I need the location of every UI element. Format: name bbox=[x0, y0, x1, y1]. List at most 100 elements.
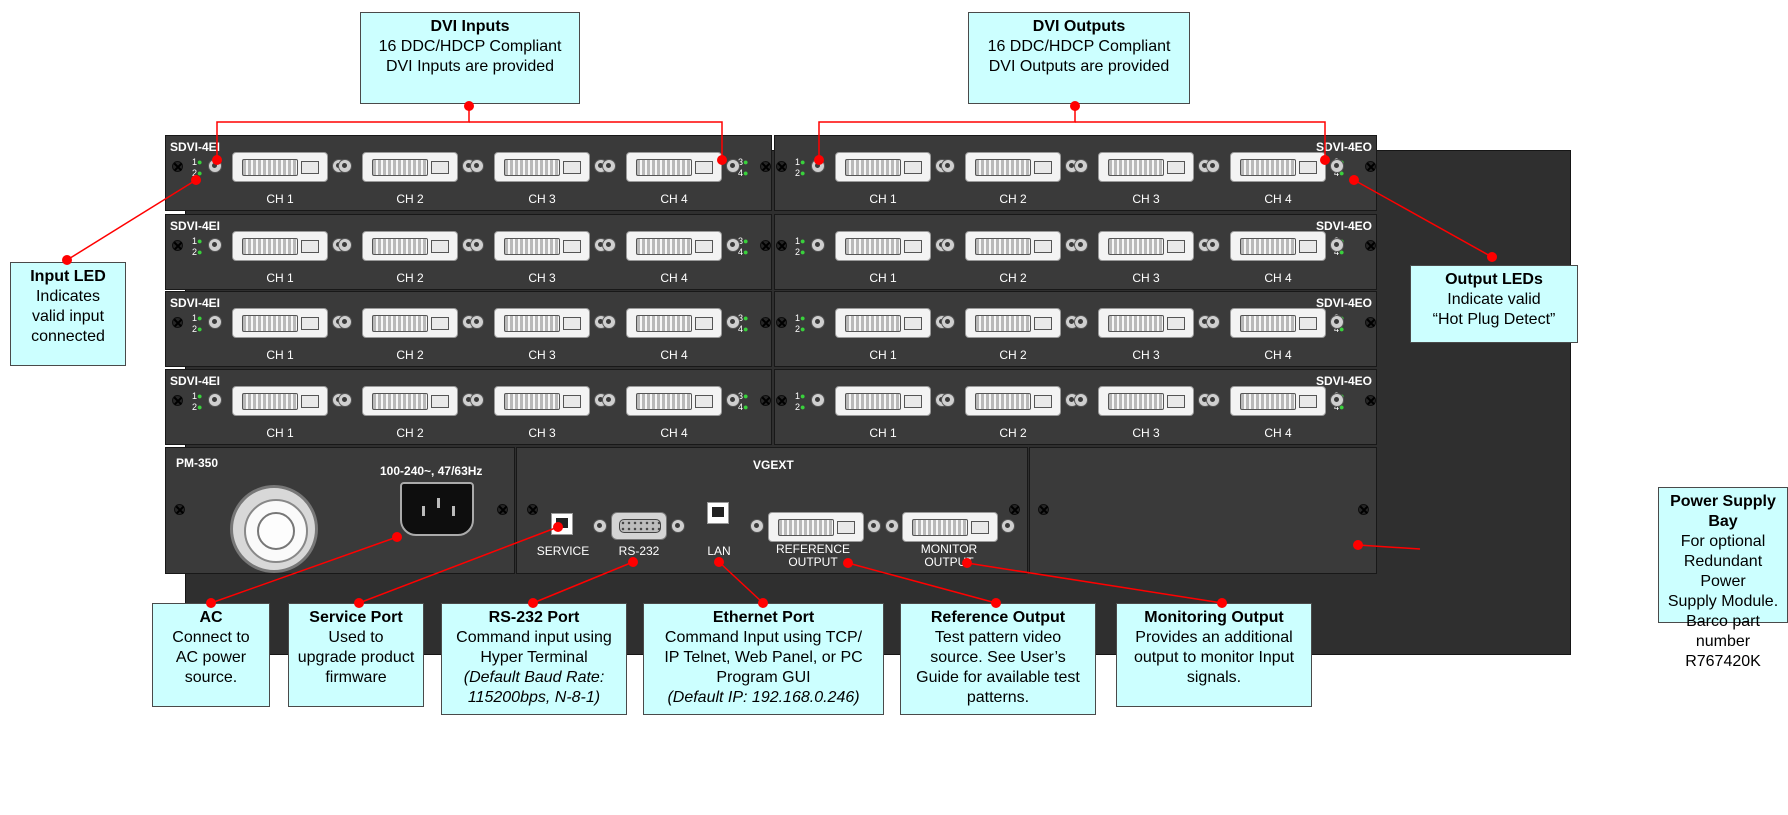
led-number: 3 bbox=[738, 157, 744, 167]
thumbscrew-jack-icon bbox=[726, 159, 740, 173]
lan-port[interactable] bbox=[707, 502, 729, 524]
callout-text: 16 DDC/HDCP Compliant bbox=[378, 38, 562, 55]
led-row: 2● bbox=[192, 402, 202, 413]
led-row: 2● bbox=[795, 168, 805, 179]
monitor-output-connector[interactable] bbox=[902, 512, 998, 542]
callout-text: DVI Outputs are provided bbox=[988, 58, 1170, 75]
led-indicator-group: 1●2● bbox=[192, 157, 202, 179]
callout-text: Command input using bbox=[456, 629, 612, 646]
card-model-label: SDVI-4EI bbox=[170, 219, 221, 233]
callout-text: signals. bbox=[1186, 669, 1242, 686]
led-row: 3● bbox=[738, 157, 748, 168]
dvi-connector[interactable] bbox=[1098, 386, 1194, 416]
led-dot-icon: ● bbox=[800, 402, 806, 412]
dvi-connector[interactable] bbox=[1230, 231, 1326, 261]
dvi-connector[interactable] bbox=[232, 386, 328, 416]
channel-label: CH 2 bbox=[396, 192, 424, 206]
dvi-connector[interactable] bbox=[965, 308, 1061, 338]
dvi-connector[interactable] bbox=[626, 386, 722, 416]
dvi-connector[interactable] bbox=[232, 308, 328, 338]
led-indicator-group: 1●2● bbox=[192, 313, 202, 335]
channel-label: CH 4 bbox=[1264, 271, 1292, 285]
dvi-connector[interactable] bbox=[1098, 231, 1194, 261]
dvi-connector[interactable] bbox=[1098, 308, 1194, 338]
led-number: 2 bbox=[192, 168, 198, 178]
led-number: 2 bbox=[192, 402, 198, 412]
dvi-connector[interactable] bbox=[1230, 386, 1326, 416]
led-dot-icon: ● bbox=[197, 157, 203, 167]
thumbscrew-jack-icon bbox=[1206, 393, 1220, 407]
dvi-connector[interactable] bbox=[965, 386, 1061, 416]
dvi-connector[interactable] bbox=[835, 308, 931, 338]
dvi-connector[interactable] bbox=[1230, 152, 1326, 182]
thumbscrew-jack-icon bbox=[1330, 238, 1344, 252]
callout-text: R767420K bbox=[1685, 653, 1761, 670]
dvi-connector[interactable] bbox=[1230, 308, 1326, 338]
thumbscrew-jack-icon bbox=[941, 393, 955, 407]
dvi-connector[interactable] bbox=[965, 231, 1061, 261]
callout-title: DVI Outputs bbox=[1032, 18, 1126, 35]
dvi-connector[interactable] bbox=[494, 231, 590, 261]
screw-icon bbox=[1365, 161, 1376, 172]
power-supply-bay bbox=[1029, 447, 1377, 574]
dvi-connector[interactable] bbox=[965, 152, 1061, 182]
service-port[interactable] bbox=[551, 513, 573, 535]
led-dot-icon: ● bbox=[800, 168, 806, 178]
dvi-connector[interactable] bbox=[362, 231, 458, 261]
dvi-connector[interactable] bbox=[626, 308, 722, 338]
callout-text: Connect to bbox=[172, 629, 250, 646]
thumbscrew-jack-icon bbox=[208, 393, 222, 407]
led-row: 2● bbox=[192, 324, 202, 335]
led-indicator-group: 1●2● bbox=[192, 236, 202, 258]
card-model-label: SDVI-4EI bbox=[170, 296, 221, 310]
dvi-connector[interactable] bbox=[362, 386, 458, 416]
dvi-connector[interactable] bbox=[835, 386, 931, 416]
dvi-connector[interactable] bbox=[835, 152, 931, 182]
dvi-connector[interactable] bbox=[494, 308, 590, 338]
channel-label: CH 1 bbox=[869, 192, 897, 206]
thumbscrew-jack-icon bbox=[1206, 159, 1220, 173]
callout-text: output to monitor Input bbox=[1133, 649, 1295, 666]
dvi-connector[interactable] bbox=[232, 231, 328, 261]
dvi-connector[interactable] bbox=[626, 152, 722, 182]
led-indicator-group: 3●4● bbox=[738, 236, 748, 258]
led-row: 2● bbox=[795, 324, 805, 335]
dvi-connector[interactable] bbox=[362, 308, 458, 338]
dvi-connector[interactable] bbox=[1098, 152, 1194, 182]
led-dot-icon: ● bbox=[197, 236, 203, 246]
screw-icon bbox=[1358, 504, 1369, 515]
callout-italic-text: (Default Baud Rate: bbox=[463, 669, 605, 686]
thumbscrew-jack-icon bbox=[726, 315, 740, 329]
screw-icon bbox=[174, 504, 185, 515]
dvi-connector[interactable] bbox=[362, 152, 458, 182]
led-dot-icon: ● bbox=[800, 391, 806, 401]
dvi-connector[interactable] bbox=[494, 152, 590, 182]
led-dot-icon: ● bbox=[197, 391, 203, 401]
channel-label: CH 2 bbox=[396, 426, 424, 440]
ac-inlet[interactable] bbox=[400, 482, 474, 536]
power-module-title: PM-350 bbox=[176, 456, 219, 470]
led-dot-icon: ● bbox=[800, 157, 806, 167]
led-dot-icon: ● bbox=[800, 236, 806, 246]
led-dot-icon: ● bbox=[1339, 247, 1345, 257]
dvi-connector[interactable] bbox=[494, 386, 590, 416]
led-row: 4● bbox=[738, 402, 748, 413]
thumbscrew-jack-icon bbox=[1001, 519, 1015, 533]
reference-output-connector[interactable] bbox=[768, 512, 864, 542]
thumbscrew-jack-icon bbox=[470, 238, 484, 252]
thumbscrew-jack-icon bbox=[470, 393, 484, 407]
power-switch-knob[interactable] bbox=[230, 485, 318, 573]
channel-label: CH 4 bbox=[1264, 426, 1292, 440]
screw-icon bbox=[172, 240, 183, 251]
dvi-connector[interactable] bbox=[626, 231, 722, 261]
channel-label: CH 2 bbox=[999, 271, 1027, 285]
led-number: 3 bbox=[738, 236, 744, 246]
led-number: 2 bbox=[795, 168, 801, 178]
rs232-port[interactable] bbox=[611, 512, 667, 540]
dvi-connector[interactable] bbox=[232, 152, 328, 182]
dvi-connector[interactable] bbox=[835, 231, 931, 261]
